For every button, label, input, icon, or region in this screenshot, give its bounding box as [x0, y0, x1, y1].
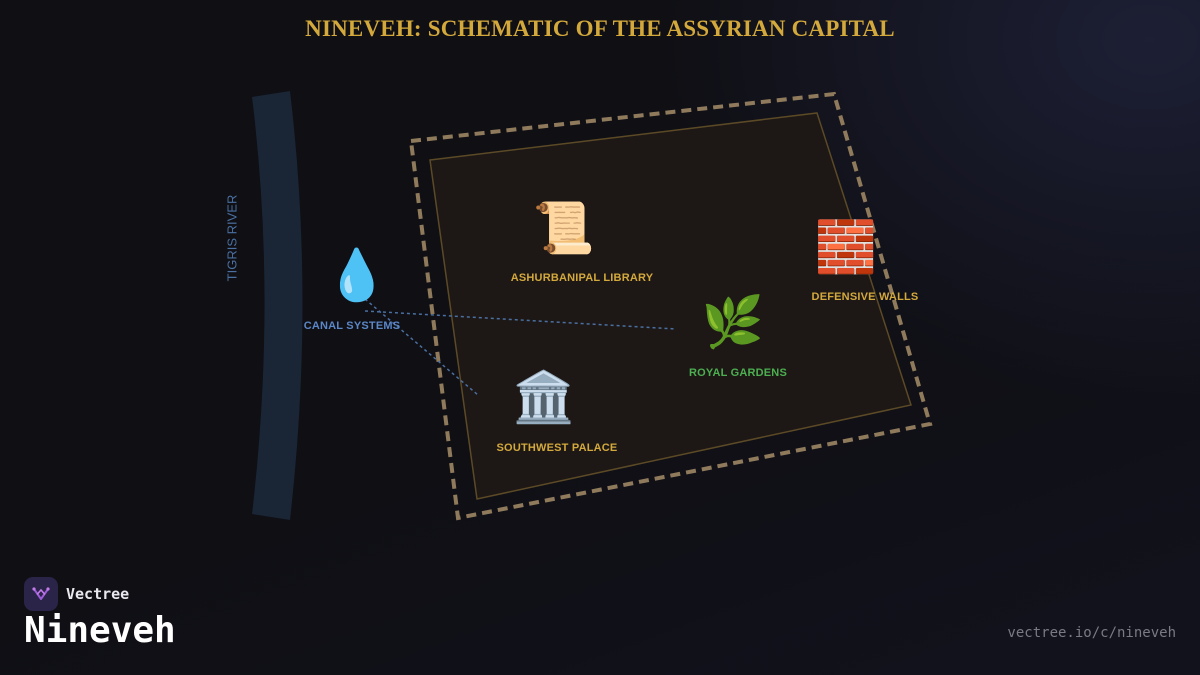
canal-line-palace	[364, 298, 479, 396]
tigris-river	[252, 91, 303, 520]
classical-building-icon: 🏛️	[512, 368, 576, 426]
water-drop-icon: 💧	[325, 246, 389, 304]
outer-wall-outline	[408, 91, 933, 521]
brand[interactable]: Vectree	[24, 577, 129, 611]
page-url[interactable]: vectree.io/c/nineveh	[1007, 625, 1176, 641]
canals-label: CANAL SYSTEMS	[303, 320, 401, 332]
herb-icon: 🌿	[701, 293, 765, 351]
gardens-label: ROYAL GARDENS	[689, 367, 787, 379]
brand-name: Vectree	[66, 585, 130, 603]
city-enclosure	[429, 112, 912, 500]
vectree-logo-icon	[24, 577, 58, 611]
scroll-icon: 📜	[532, 199, 596, 257]
canal-line-gardens	[364, 310, 677, 330]
brick-wall-icon: 🧱	[814, 218, 878, 276]
library-label: ASHURBANIPAL LIBRARY	[510, 272, 654, 284]
page-title: NINEVEH: SCHEMATIC OF THE ASSYRIAN CAPIT…	[305, 16, 895, 41]
walls-label: DEFENSIVE WALLS	[811, 291, 919, 303]
page-name: Nineveh	[24, 610, 176, 651]
palace-label: SOUTHWEST PALACE	[496, 442, 618, 454]
tigris-river-label: TIGRIS RIVER	[224, 194, 240, 282]
